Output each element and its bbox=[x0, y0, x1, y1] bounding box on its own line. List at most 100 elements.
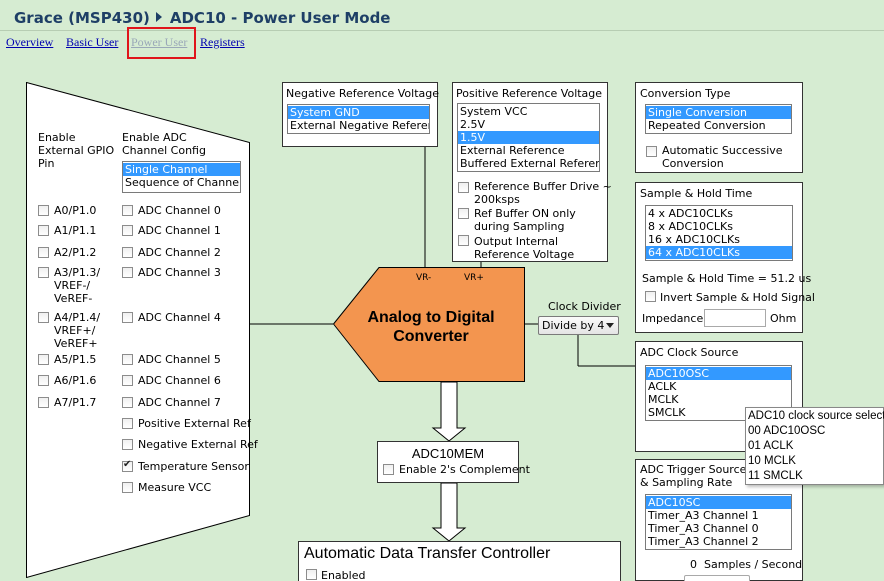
adc-channel-label: ADC Channel 6 bbox=[138, 374, 221, 387]
nav-basic-user[interactable]: Basic User bbox=[66, 35, 119, 49]
page-title: Grace (MSP430) ADC10 - Power User Mode bbox=[14, 9, 390, 27]
adc-channel-checkbox[interactable] bbox=[122, 312, 133, 323]
adc-channel-checkbox[interactable] bbox=[122, 439, 133, 450]
gpio-pin-checkbox[interactable] bbox=[38, 225, 49, 236]
sample-hold-option[interactable]: 16 x ADC10CLKs bbox=[648, 233, 740, 246]
gpio-pin-checkbox[interactable] bbox=[38, 397, 49, 408]
adc-channel-checkbox[interactable] bbox=[122, 397, 133, 408]
adc-channel-label: ADC Channel 7 bbox=[138, 396, 221, 409]
sample-hold-option[interactable]: 4 x ADC10CLKs bbox=[648, 207, 733, 220]
gpio-pin-checkbox[interactable] bbox=[38, 205, 49, 216]
positive-reference-listbox[interactable]: System VCC 2.5V 1.5V External Reference … bbox=[457, 103, 600, 172]
trigger-source-option[interactable]: Timer_A3 Channel 0 bbox=[648, 522, 759, 535]
channel-config-listbox[interactable]: Single Channel Sequence of Channels bbox=[122, 161, 241, 193]
adc-channel-label: Negative External Ref bbox=[138, 438, 258, 451]
trigger-source-listbox[interactable]: ADC10SC Timer_A3 Channel 1 Timer_A3 Chan… bbox=[645, 494, 792, 550]
adc-channel-checkbox[interactable] bbox=[122, 247, 133, 258]
positive-reference-option[interactable]: External Reference bbox=[460, 144, 565, 157]
trigger-source-option[interactable]: Timer_A3 Channel 2 bbox=[648, 535, 759, 548]
twos-complement-checkbox[interactable] bbox=[383, 464, 394, 475]
negative-reference-listbox[interactable]: System GND External Negative Referenc bbox=[287, 104, 430, 134]
ref-buffer-drive-label: Reference Buffer Drive ~200ksps bbox=[474, 180, 612, 206]
negative-reference-option[interactable]: System GND bbox=[288, 106, 429, 119]
gpio-pin-checkbox[interactable] bbox=[38, 375, 49, 386]
nav-power-user[interactable]: Power User bbox=[131, 35, 188, 49]
app-name: Grace (MSP430) bbox=[14, 9, 150, 27]
invert-sample-hold-label: Invert Sample & Hold Signal bbox=[660, 291, 815, 304]
gpio-pin-label: A5/P1.5 bbox=[54, 353, 97, 366]
dtc-enabled-checkbox[interactable] bbox=[306, 569, 317, 580]
positive-reference-option[interactable]: Buffered External Referenc bbox=[460, 157, 600, 170]
invert-sample-hold-checkbox[interactable] bbox=[645, 291, 656, 302]
header-divider bbox=[0, 30, 884, 31]
ref-buffer-sampling-checkbox[interactable] bbox=[458, 208, 469, 219]
breadcrumb-arrow-icon bbox=[155, 12, 162, 22]
nav-overview[interactable]: Overview bbox=[6, 35, 54, 49]
impedance-input[interactable] bbox=[704, 309, 766, 327]
conversion-type-option[interactable]: Repeated Conversion bbox=[648, 119, 766, 132]
nav-registers[interactable]: Registers bbox=[200, 35, 245, 49]
channel-config-option[interactable]: Single Channel bbox=[123, 163, 240, 176]
output-internal-ref-checkbox[interactable] bbox=[458, 235, 469, 246]
adc-channel-checkbox[interactable] bbox=[122, 418, 133, 429]
dtc-panel bbox=[298, 541, 621, 581]
module-name: ADC10 - Power User Mode bbox=[169, 9, 391, 27]
trigger-source-option[interactable]: ADC10SC bbox=[646, 496, 791, 509]
gpio-pin-label: A1/P1.1 bbox=[54, 224, 97, 237]
channel-config-option[interactable]: Sequence of Channels bbox=[125, 176, 241, 189]
conversion-type-option[interactable]: Single Conversion bbox=[646, 106, 791, 119]
clock-source-title: ADC Clock Source bbox=[640, 346, 739, 359]
gpio-pin-label: A6/P1.6 bbox=[54, 374, 97, 387]
sample-hold-listbox[interactable]: 4 x ADC10CLKs 8 x ADC10CLKs 16 x ADC10CL… bbox=[645, 205, 793, 261]
ref-buffer-drive-checkbox[interactable] bbox=[458, 182, 469, 193]
gpio-pin-checkbox[interactable] bbox=[38, 267, 49, 278]
adc-channel-checkbox[interactable] bbox=[122, 225, 133, 236]
sample-hold-time-text: Sample & Hold Time = 51.2 us bbox=[642, 272, 812, 285]
clock-source-option[interactable]: ACLK bbox=[648, 380, 677, 393]
negative-reference-title: Negative Reference Voltage bbox=[286, 87, 440, 100]
adc-channel-checkbox[interactable] bbox=[122, 205, 133, 216]
sampling-rate-unit: Samples / Second bbox=[704, 558, 803, 571]
gpio-pin-checkbox[interactable] bbox=[38, 312, 49, 323]
adc-channel-label: Positive External Ref bbox=[138, 417, 251, 430]
clock-source-option[interactable]: SMCLK bbox=[648, 406, 686, 419]
gpio-pin-checkbox[interactable] bbox=[38, 247, 49, 258]
conversion-type-listbox[interactable]: Single Conversion Repeated Conversion bbox=[645, 104, 792, 134]
sample-hold-option[interactable]: 64 x ADC10CLKs bbox=[646, 246, 792, 259]
adc10mem-panel bbox=[377, 441, 519, 483]
adc-channel-checkbox[interactable] bbox=[122, 267, 133, 278]
gpio-pin-label: A3/P1.3/VREF-/VeREF- bbox=[54, 266, 101, 305]
adc-channel-checkbox[interactable] bbox=[122, 459, 133, 472]
clock-source-option[interactable]: MCLK bbox=[648, 393, 679, 406]
adc-channel-label: ADC Channel 4 bbox=[138, 311, 221, 324]
positive-reference-option[interactable]: 2.5V bbox=[460, 118, 486, 131]
negative-reference-option[interactable]: External Negative Referenc bbox=[290, 119, 430, 132]
vr-minus-label: VR- bbox=[416, 273, 432, 283]
gpio-pin-label: A4/P1.4/VREF+/VeREF+ bbox=[54, 311, 101, 350]
positive-reference-option[interactable]: 1.5V bbox=[458, 131, 599, 144]
adc-channel-label: ADC Channel 5 bbox=[138, 353, 221, 366]
trigger-source-option[interactable]: Timer_A3 Channel 1 bbox=[648, 509, 759, 522]
sampling-rate-field[interactable] bbox=[684, 575, 750, 581]
clock-divider-dropdown[interactable]: Divide by 4 bbox=[538, 316, 619, 335]
adc-channel-checkbox[interactable] bbox=[122, 354, 133, 365]
sample-hold-option[interactable]: 8 x ADC10CLKs bbox=[648, 220, 733, 233]
adc-converter-block[interactable] bbox=[333, 267, 525, 382]
adc-channel-checkbox[interactable] bbox=[122, 482, 133, 493]
gpio-pin-checkbox[interactable] bbox=[38, 354, 49, 365]
adc-channel-label: ADC Channel 3 bbox=[138, 266, 221, 279]
clock-source-option[interactable]: ADC10OSC bbox=[646, 367, 791, 380]
adc-channel-label: ADC Channel 2 bbox=[138, 246, 221, 259]
impedance-label: Impedance bbox=[642, 312, 704, 325]
auto-successive-checkbox[interactable] bbox=[646, 146, 657, 157]
sampling-rate-value: 0 bbox=[690, 558, 697, 571]
positive-reference-option[interactable]: System VCC bbox=[460, 105, 528, 118]
input-mux-shape bbox=[26, 82, 250, 578]
adc-channel-checkbox[interactable] bbox=[122, 375, 133, 386]
vr-plus-label: VR+ bbox=[464, 273, 484, 283]
